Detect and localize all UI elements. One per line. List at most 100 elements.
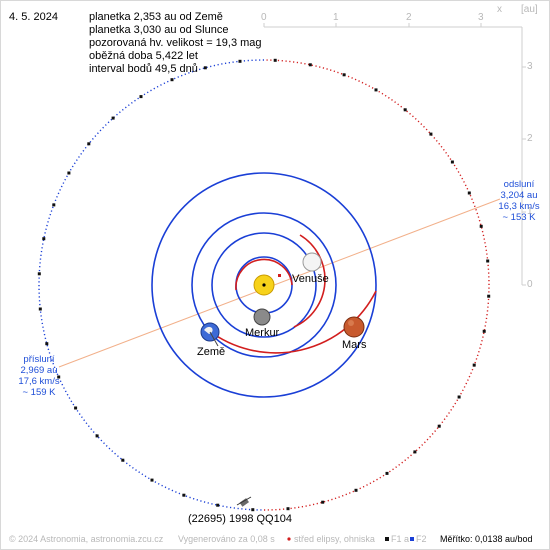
perihelion-distance: 2,969 au (20, 365, 58, 376)
orbit-position-point (487, 294, 491, 298)
orbit-position-point (203, 66, 207, 70)
x-axis-label: x (497, 4, 502, 15)
axes (263, 23, 526, 286)
orbit-position-point (42, 237, 46, 241)
unit-label: [au] (521, 4, 538, 15)
x-tick-label: 0 (261, 12, 267, 23)
mars-label: Mars (342, 339, 367, 351)
x-tick-label: 1 (333, 12, 339, 23)
legend-f2-marker (410, 537, 414, 541)
orbit-position-point (308, 63, 312, 67)
orbit-position-point (273, 58, 277, 62)
aphelion-temperature: ~ 153 K (502, 212, 536, 223)
y-tick-label: 2 (527, 133, 533, 144)
orbit-position-point (486, 259, 490, 263)
orbit-position-point (482, 329, 486, 333)
focus-marker (278, 274, 281, 277)
aphelion-title: odsluní (503, 179, 535, 190)
legend-center-marker (287, 537, 291, 541)
orbit-position-point (57, 375, 61, 379)
orbit-position-point (74, 406, 78, 410)
info-line: oběžná doba 5,422 let (89, 50, 198, 62)
perihelion-title: přísluní (23, 354, 55, 365)
info-line: interval bodů 49,5 dnů (89, 63, 198, 75)
scale-label: Měřítko: 0,0138 au/bod (440, 534, 533, 544)
mercury-label: Merkur (245, 327, 280, 339)
orbit-position-point (95, 434, 99, 438)
legend-f1-text: F1 a (391, 534, 410, 544)
earth-label: Země (197, 346, 226, 358)
generation-time: Vygenerováno za 0,08 s (178, 534, 275, 544)
y-tick-label: 3 (527, 61, 533, 72)
mars-orbit-arc (207, 290, 377, 354)
orbit-position-point (52, 203, 56, 207)
orbit-position-point (457, 395, 461, 399)
orbit-position-point (321, 500, 325, 504)
y-tick-label: 0 (527, 279, 533, 290)
venus-label: Venuše (292, 273, 329, 285)
legend-f1-marker (385, 537, 389, 541)
x-tick-label: 3 (478, 12, 484, 23)
orbit-position-point (450, 160, 454, 164)
apsides-line (58, 198, 501, 368)
orbit-position-point (354, 488, 358, 492)
aphelion-speed: 16,3 km/s (498, 201, 540, 212)
venus-icon (302, 252, 322, 272)
asteroid-icon (236, 496, 252, 507)
orbit-position-point (45, 342, 49, 346)
mars-icon (343, 316, 365, 338)
orbit-arcs (207, 234, 377, 354)
orbit-position-point (139, 95, 143, 99)
x-tick-label: 2 (406, 12, 412, 23)
orbit-position-point (342, 73, 346, 77)
earth-orbit (191, 212, 337, 358)
orbit-position-point (403, 108, 407, 112)
legend-f2-text: F2 (416, 534, 427, 544)
orbit-position-point (472, 363, 476, 367)
perihelion-temperature: ~ 159 K (22, 387, 56, 398)
orbit-position-point (150, 478, 154, 482)
orbit-position-point (479, 224, 483, 228)
aphelion-info: odsluní 3,204 au 16,3 km/s ~ 153 K (493, 179, 545, 223)
legend-center-text: střed elipsy, ohniska (294, 534, 375, 544)
orbit-position-point (182, 493, 186, 497)
orbit-position-point (385, 471, 389, 475)
info-line: planetka 3,030 au od Slunce (89, 24, 229, 36)
venus-orbit-arc (293, 234, 326, 328)
aphelion-distance: 3,204 au (500, 190, 538, 201)
asteroid-label: (22695) 1998 QQ104 (188, 513, 292, 525)
asteroid-orbit-far (263, 59, 490, 511)
mars-surface-detail (348, 320, 354, 326)
ellipse-center-marker (262, 283, 266, 287)
orbit-position-point (251, 508, 255, 512)
asteroid-position-points (37, 58, 491, 512)
perihelion-speed: 17,6 km/s (18, 376, 60, 387)
info-line: planetka 2,353 au od Země (89, 11, 223, 23)
orbit-position-point (38, 307, 42, 311)
y-tick-label: 1 (527, 206, 533, 217)
mars-orbit (151, 172, 377, 398)
venus-orbit (211, 232, 317, 338)
orbit-position-point (37, 272, 41, 276)
perihelion-info: přísluní 2,969 au 17,6 km/s ~ 159 K (10, 354, 68, 398)
asteroid-orbit (38, 59, 490, 511)
orbit-position-point (413, 450, 417, 454)
orbit-position-point (121, 458, 125, 462)
orbit-position-point (374, 88, 378, 92)
earth-pointer (209, 331, 219, 347)
orbit-position-point (437, 424, 441, 428)
copyright-text: © 2024 Astronomia, astronomia.zcu.cz (9, 534, 164, 544)
orbit-position-point (467, 191, 471, 195)
info-line: pozorovaná hv. velikost = 19,3 mag (89, 37, 262, 49)
mercury-icon (253, 308, 271, 326)
mercury-orbit-arc (235, 258, 293, 291)
orbit-position-point (429, 132, 433, 136)
orbit-position-point (216, 503, 220, 507)
date-label: 4. 5. 2024 (9, 11, 58, 23)
orbit-position-point (238, 59, 242, 63)
orbit-position-point (111, 116, 115, 120)
asteroid-orbit-near (38, 59, 265, 511)
orbit-position-point (170, 78, 174, 82)
orbit-position-point (87, 142, 91, 146)
